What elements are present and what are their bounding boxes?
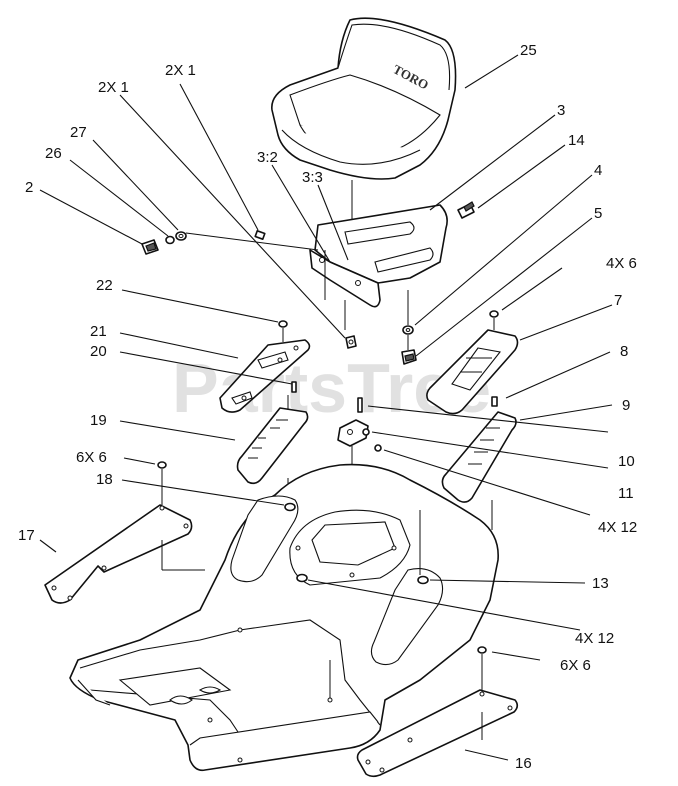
- callout-4x6: 4X 6: [606, 255, 637, 272]
- nut-part-11: [362, 428, 370, 436]
- callout-25: 25: [520, 42, 537, 59]
- callout-8: 8: [620, 343, 628, 360]
- screw-part-10: [357, 397, 363, 413]
- callout-13: 13: [592, 575, 609, 592]
- callout-20: 20: [90, 343, 107, 360]
- fender-body-part: [69, 463, 499, 772]
- callout-10: 10: [618, 453, 635, 470]
- leader-lines: [39, 54, 613, 761]
- pad-part-9: [441, 411, 517, 503]
- nut-part-12a: [374, 444, 382, 452]
- grommet-part-12b: [296, 573, 308, 583]
- callout-2x1-upper: 2X 1: [165, 62, 196, 79]
- bracket-part-21: [219, 339, 311, 413]
- washer-part-4: [402, 325, 414, 335]
- hinge-plate-part: [337, 419, 369, 447]
- knob-part-14: [457, 201, 475, 219]
- seat-pan-part: [309, 204, 448, 308]
- screw-part-22: [278, 320, 288, 328]
- callout-18: 18: [96, 471, 113, 488]
- callout-2x1-lower: 2X 1: [98, 79, 129, 96]
- callout-11: 11: [618, 485, 634, 502]
- bolt-part-3-3: [345, 335, 357, 349]
- pin-part-20: [291, 381, 297, 393]
- callout-26: 26: [45, 145, 62, 162]
- callout-21: 21: [90, 323, 107, 340]
- callout-22: 22: [96, 277, 113, 294]
- callout-17: 17: [18, 527, 35, 544]
- callout-19: 19: [90, 412, 107, 429]
- pin-part-2: [141, 239, 159, 255]
- callout-2: 2: [25, 179, 33, 196]
- bracket-part-7: [426, 329, 519, 415]
- washer-part-27: [175, 231, 187, 241]
- screw-part-6b: [477, 646, 487, 654]
- pad-part-19: [236, 407, 309, 485]
- callout-27: 27: [70, 124, 87, 141]
- screw-part-6: [489, 310, 499, 318]
- seat-part: TORO: [271, 17, 457, 180]
- callout-16: 16: [515, 755, 532, 772]
- callout-4: 4: [594, 162, 602, 179]
- callout-9: 9: [622, 397, 630, 414]
- washer-part-26: [165, 235, 175, 245]
- foot-plate-part-17: [44, 504, 193, 604]
- callout-4x12-lower: 4X 12: [575, 630, 614, 647]
- knob-part-5: [401, 349, 417, 365]
- callout-7: 7: [614, 292, 622, 309]
- bolt-part-1a: [254, 230, 266, 240]
- foot-plate-part-16: [356, 689, 519, 778]
- callout-3-3: 3:3: [302, 169, 323, 186]
- grommet-part-13: [417, 575, 429, 585]
- callout-6x6-left: 6X 6: [76, 449, 107, 466]
- callout-3-2: 3:2: [257, 149, 278, 166]
- callout-6x6-right: 6X 6: [560, 657, 591, 674]
- callout-labels: 25 3 14 4 5 4X 6 7 8 9 10 11 4X 12 13 4X…: [18, 42, 637, 772]
- screw-part-6a: [157, 461, 167, 469]
- callout-14: 14: [568, 132, 585, 149]
- callout-4x12-upper: 4X 12: [598, 519, 637, 536]
- pin-part-8: [491, 396, 498, 407]
- callout-3: 3: [557, 102, 565, 119]
- grommet-part-18: [284, 502, 296, 512]
- callout-5: 5: [594, 205, 602, 222]
